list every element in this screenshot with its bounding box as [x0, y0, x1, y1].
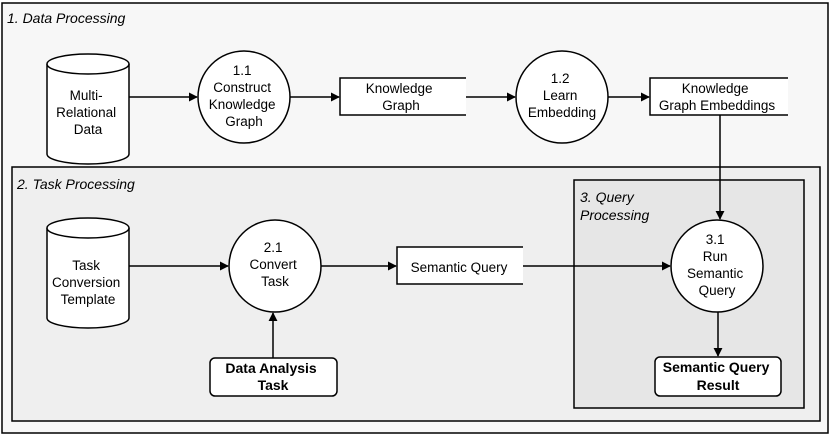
knowledge-graph-output: Knowledge Graph: [339, 77, 466, 116]
svg-text:Semantic Query Result: Semantic Query Result: [663, 359, 774, 393]
query-processing-title: 3. Query Processing: [580, 189, 649, 223]
svg-text:Knowledge Graph Embeddin: Knowledge Graph Embeddings: [659, 81, 776, 113]
knowledge-graph-embeddings-output: Knowledge Graph Embeddings: [649, 77, 788, 116]
process-learn-embedding: 1.2 Learn Embedding: [515, 50, 609, 144]
data-analysis-task-terminal: Data Analysis Task: [209, 357, 338, 397]
multi-relational-data-store: Multi- Relational Data: [46, 53, 130, 165]
svg-text:1.2 Learn Embeddin: 1.2 Learn Embedding: [528, 71, 596, 120]
svg-text:1.1 Construct Know: 1.1 Construct Knowledge Graph: [209, 63, 280, 129]
svg-text:Task Conversion Te: Task Conversion Template: [52, 258, 124, 307]
process-run-semantic-query: 3.1 Run Semantic Query: [670, 219, 764, 313]
task-conversion-template-store: Task Conversion Template: [46, 217, 130, 329]
process-construct-knowledge-graph: 1.1 Construct Knowledge Graph: [197, 50, 291, 144]
svg-text:2.1 Convert Task: 2.1 Convert Task: [249, 240, 300, 289]
semantic-query-output: Semantic Query: [396, 246, 523, 285]
task-processing-title: 2. Task Processing: [16, 176, 135, 192]
svg-text:Semantic Query: Semantic Query: [411, 260, 508, 275]
svg-text:Multi- Relational: Multi- Relational Data: [56, 88, 120, 137]
svg-text:Data Analysis Task: Data Analysis Task: [225, 360, 320, 393]
svg-text:3.1 Run Semantic: 3.1 Run Semantic Query: [687, 232, 747, 298]
svg-text:Knowledge Graph: Knowledge Graph: [366, 81, 437, 113]
semantic-query-result-terminal: Semantic Query Result: [654, 356, 782, 397]
data-processing-title: 1. Data Processing: [7, 10, 125, 26]
process-convert-task: 2.1 Convert Task: [228, 219, 322, 313]
